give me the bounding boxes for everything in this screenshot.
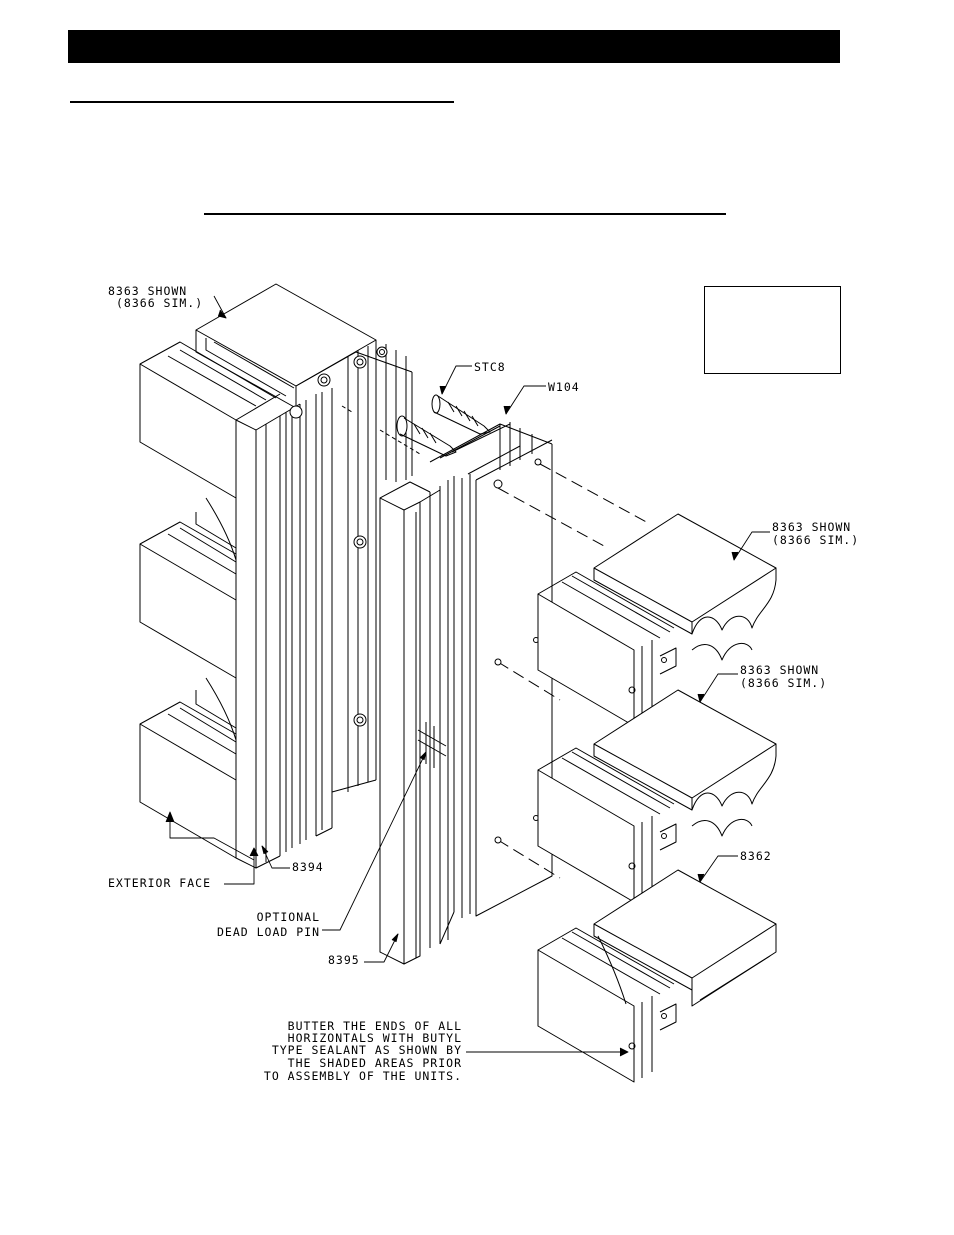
note-line-4: THE SHADED AREAS PRIOR bbox=[287, 1056, 462, 1070]
label-part-8394: 8394 bbox=[292, 860, 324, 874]
horizontal-2 bbox=[537, 689, 777, 903]
label-horizontal-3-part: 8362 bbox=[740, 849, 772, 863]
label-top-mullion-part: 8363 SHOWN bbox=[108, 284, 188, 298]
horizontal-1 bbox=[537, 513, 777, 727]
section-heading-rule bbox=[70, 101, 454, 103]
label-horizontal-1-sim: (8366 SIM.) bbox=[772, 533, 860, 547]
legend-box bbox=[704, 286, 841, 374]
header-bar bbox=[68, 30, 840, 63]
note-line-3: TYPE SEALANT AS SHOWN BY bbox=[271, 1043, 462, 1057]
left-mullion bbox=[139, 283, 421, 869]
note-line-2: HORIZONTALS WITH BUTYL bbox=[287, 1031, 462, 1045]
label-optional-pin-1: OPTIONAL bbox=[256, 910, 320, 924]
screw-stc8 bbox=[431, 394, 491, 435]
label-part-8395: 8395 bbox=[328, 953, 360, 967]
figure-title-rule bbox=[204, 213, 726, 215]
label-washer: W104 bbox=[548, 380, 580, 394]
washer-w104 bbox=[396, 415, 457, 457]
note-line-1: BUTTER THE ENDS OF ALL bbox=[287, 1019, 462, 1033]
note-line-5: TO ASSEMBLY OF THE UNITS. bbox=[263, 1069, 462, 1083]
label-screw: STC8 bbox=[474, 360, 506, 374]
label-horizontal-2-sim: (8366 SIM.) bbox=[740, 676, 828, 690]
horizontal-3 bbox=[537, 869, 777, 1083]
label-optional-pin-2: DEAD LOAD PIN bbox=[216, 925, 320, 939]
label-horizontal-1-part: 8363 SHOWN bbox=[772, 520, 852, 534]
leader-lines bbox=[165, 295, 770, 1057]
label-horizontal-2-part: 8363 SHOWN bbox=[740, 663, 820, 677]
label-exterior-face: EXTERIOR FACE bbox=[108, 876, 212, 890]
label-top-mullion-sim: (8366 SIM.) bbox=[116, 296, 204, 310]
